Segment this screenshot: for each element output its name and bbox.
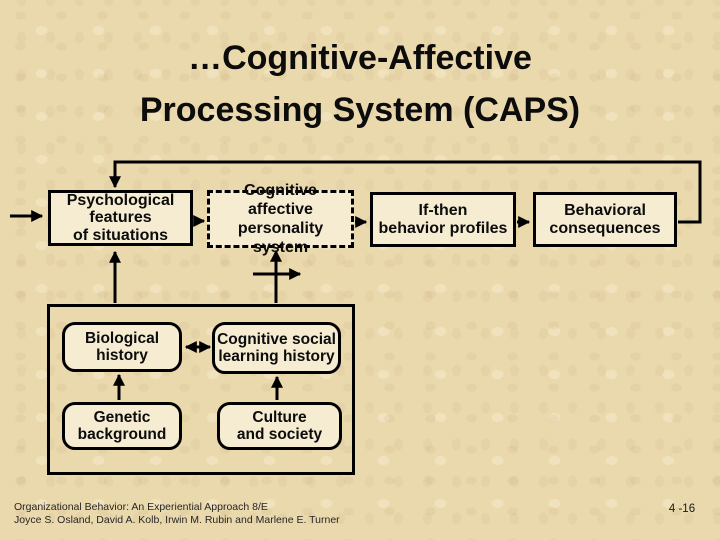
box-if-then-behavior-profiles: If-then behavior profiles [370,192,516,247]
box-genetic-background-label: Genetic background [77,409,167,443]
box-genetic-background: Genetic background [62,402,182,450]
box-culture-and-society-label: Culture and society [236,409,323,443]
box-if-then-behavior-profiles-label: If-then behavior profiles [378,201,508,237]
box-behavioral-consequences-label: Behavioral consequences [549,201,661,237]
history-group-frame [47,304,355,475]
slide-title-line1: …Cognitive-Affective [188,39,532,77]
footer-citation-line2: Joyce S. Osland, David A. Kolb, Irwin M.… [14,514,340,526]
box-psychological-features-label: Psychological features of situations [66,191,175,244]
page-number: 4 -16 [668,503,696,515]
box-cognitive-affective-personality-system-label: Cognitive affective personality system [237,182,324,256]
box-biological-history-label: Biological history [84,330,160,364]
box-cognitive-social-learning-history: Cognitive social learning history [212,322,341,374]
slide-title-line2: Processing System (CAPS) [139,91,581,129]
box-biological-history: Biological history [62,322,182,372]
footer-citation: Organizational Behavior: An Experiential… [14,501,340,527]
box-culture-and-society: Culture and society [217,402,342,450]
footer-citation-line1: Organizational Behavior: An Experiential… [14,501,268,513]
box-psychological-features: Psychological features of situations [48,190,193,246]
box-behavioral-consequences: Behavioral consequences [533,192,677,247]
box-cognitive-social-learning-history-label: Cognitive social learning history [217,331,336,365]
slide-title: …Cognitive-Affective Processing System (… [0,32,720,136]
box-cognitive-affective-personality-system: Cognitive affective personality system [207,182,354,256]
